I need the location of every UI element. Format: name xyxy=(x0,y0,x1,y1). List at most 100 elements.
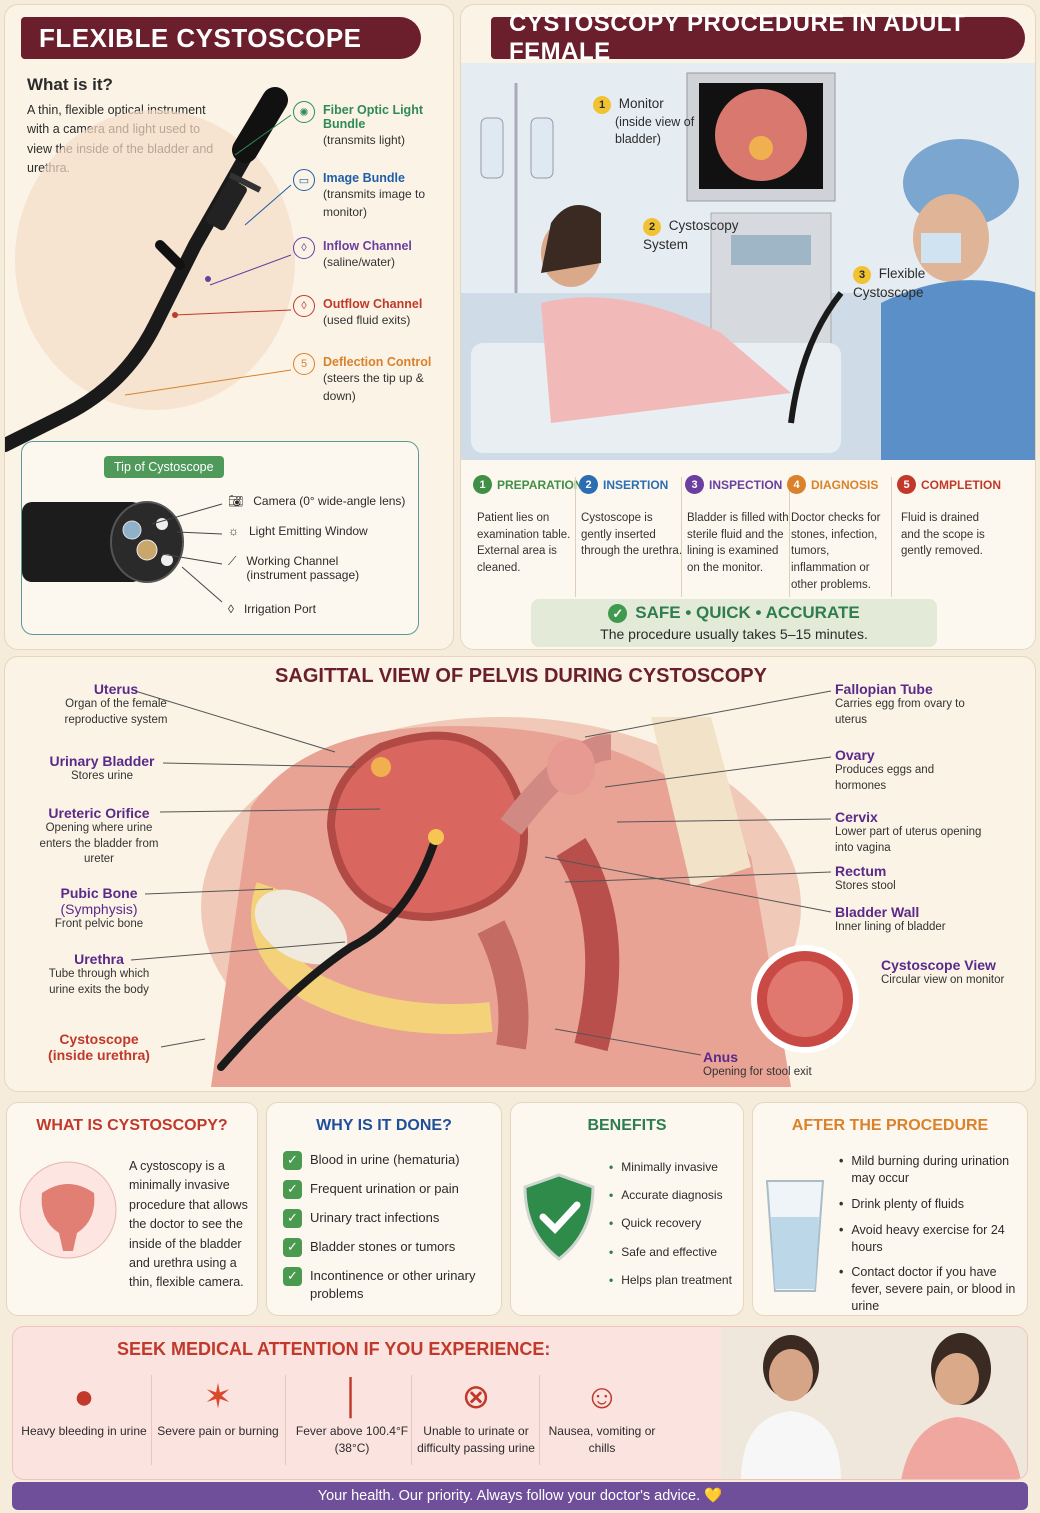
why-item: ✓Bladder stones or tumors xyxy=(283,1238,493,1257)
warn-fever: │ Fever above 100.4°F (38°C) xyxy=(289,1371,415,1458)
panel-title: FLEXIBLE CYSTOSCOPE xyxy=(21,17,421,59)
callout-leader-lines xyxy=(124,114,292,396)
light-bundle-icon: ✺ xyxy=(293,101,315,123)
benefit-item: Minimally invasive xyxy=(609,1159,739,1175)
divider xyxy=(789,477,790,597)
card-why-done: WHY IS IT DONE? ✓Blood in urine (hematur… xyxy=(266,1102,502,1316)
seek-attention-panel: SEEK MEDICAL ATTENTION IF YOU EXPERIENCE… xyxy=(12,1326,1028,1480)
benefit-item: Helps plan treatment xyxy=(609,1272,739,1288)
what-is-it-heading: What is it? xyxy=(27,75,113,94)
procedure-panel: CYSTOSCOPY PROCEDURE IN ADULT FEMALE 1 M… xyxy=(460,4,1036,650)
card-benefits: BENEFITS Minimally invasive Accurate dia… xyxy=(510,1102,744,1316)
warn-severe-pain: ✶ Severe pain or burning xyxy=(155,1371,281,1440)
safe-banner: ✓SAFE • QUICK • ACCURATE The procedure u… xyxy=(531,599,937,647)
flame-icon: ✶ xyxy=(203,1378,233,1416)
card-what-is-cystoscopy: WHAT IS CYSTOSCOPY? A cystoscopy is a mi… xyxy=(6,1102,258,1316)
divider xyxy=(681,477,682,597)
step-number: 1 xyxy=(473,475,492,494)
divider xyxy=(285,1375,286,1465)
tip-title: Tip of Cystoscope xyxy=(104,456,224,478)
number-badge: 1 xyxy=(593,96,611,114)
what-text: A cystoscopy is a minimally invasive pro… xyxy=(129,1159,248,1290)
monitor-icon: ▭ xyxy=(293,169,315,191)
procedure-title: CYSTOSCOPY PROCEDURE IN ADULT FEMALE xyxy=(491,10,1025,65)
label-pubic-bone: Pubic Bone(Symphysis)Front pelvic bone xyxy=(54,885,144,930)
flexible-cystoscope-panel: FLEXIBLE CYSTOSCOPE What is it? A thin, … xyxy=(4,4,454,650)
procedure-illustration xyxy=(461,63,1035,463)
tip-item-working-channel: ⟋ Working Channel(instrument passage) xyxy=(228,554,360,582)
sagittal-title: SAGITTAL VIEW OF PELVIS DURING CYSTOSCOP… xyxy=(275,665,767,687)
number-icon: 5 xyxy=(293,353,315,375)
label-monitor: 1 Monitor (inside view of bladder) xyxy=(593,95,713,148)
doctor-patient-illustration xyxy=(721,1327,1027,1479)
callout-inflow-channel: ◊ Inflow Channel(saline/water) xyxy=(293,237,453,271)
why-item: ✓Incontinence or other urinary problems xyxy=(283,1267,493,1303)
check-icon: ✓ xyxy=(283,1267,302,1286)
divider xyxy=(539,1375,540,1465)
tip-item-light: ☼Light Emitting Window xyxy=(228,524,368,538)
water-glass-icon xyxy=(765,1180,825,1292)
number-badge: 3 xyxy=(853,266,871,284)
pelvis-illustration xyxy=(201,717,801,1087)
after-item: Contact doctor if you have fever, severe… xyxy=(839,1264,1023,1315)
drop-icon: ◊ xyxy=(228,602,234,616)
check-icon: ✓ xyxy=(283,1209,302,1228)
why-item: ✓Urinary tract infections xyxy=(283,1209,493,1228)
number-badge: 2 xyxy=(643,218,661,236)
sun-icon: ☼ xyxy=(228,524,239,538)
after-item: Avoid heavy exercise for 24 hours xyxy=(839,1222,1023,1256)
nausea-icon: ☺ xyxy=(584,1378,620,1416)
step-number: 4 xyxy=(787,475,806,494)
camera-icon: 📷︎ xyxy=(228,494,244,508)
card-after-procedure: AFTER THE PROCEDURE Mild burning during … xyxy=(752,1102,1028,1316)
check-icon: ✓ xyxy=(283,1151,302,1170)
callout-image-bundle: ▭ Image Bundle(transmits image to monito… xyxy=(293,169,453,221)
cystoscope-view-circle xyxy=(751,945,859,1053)
tip-item-camera: 📷︎Camera (0° wide-angle lens) xyxy=(228,494,406,508)
bladder-icon xyxy=(19,1161,117,1259)
thermometer-icon: │ xyxy=(341,1378,363,1416)
divider xyxy=(575,477,576,597)
step-number: 5 xyxy=(897,475,916,494)
footer-banner: Your health. Our priority. Always follow… xyxy=(12,1482,1028,1510)
after-item: Drink plenty of fluids xyxy=(839,1196,1023,1213)
shield-check-icon xyxy=(523,1173,595,1261)
seek-title: SEEK MEDICAL ATTENTION IF YOU EXPERIENCE… xyxy=(117,1339,551,1359)
no-urine-icon: ⊗ xyxy=(461,1378,491,1416)
tip-leader-lines xyxy=(151,503,223,603)
drop-icon: ◊ xyxy=(293,295,315,317)
benefit-item: Safe and effective xyxy=(609,1244,739,1260)
divider xyxy=(151,1375,152,1465)
warn-unable-urinate: ⊗ Unable to urinate or difficulty passin… xyxy=(413,1371,539,1458)
step-number: 3 xyxy=(685,475,704,494)
after-item: Mild burning during urination may occur xyxy=(839,1153,1023,1187)
callout-outflow-channel: ◊ Outflow Channel(used fluid exits) xyxy=(293,295,453,329)
label-cystoscope: Cystoscope(inside urethra) xyxy=(48,1031,150,1063)
check-icon: ✓ xyxy=(283,1238,302,1257)
tip-illustration xyxy=(22,501,184,583)
sagittal-leader-lines xyxy=(130,690,832,1056)
blood-drop-icon: ● xyxy=(73,1378,95,1416)
why-item: ✓Frequent urination or pain xyxy=(283,1180,493,1199)
warn-nausea: ☺ Nausea, vomiting or chills xyxy=(539,1371,665,1458)
label-flexible-cystoscope: 3 Flexible Cystoscope xyxy=(853,266,926,300)
tool-icon: ⟋ xyxy=(228,554,237,568)
sagittal-panel: SAGITTAL VIEW OF PELVIS DURING CYSTOSCOP… xyxy=(4,656,1036,1092)
benefit-item: Quick recovery xyxy=(609,1215,739,1231)
check-circle-icon: ✓ xyxy=(608,604,628,623)
check-icon: ✓ xyxy=(283,1180,302,1199)
